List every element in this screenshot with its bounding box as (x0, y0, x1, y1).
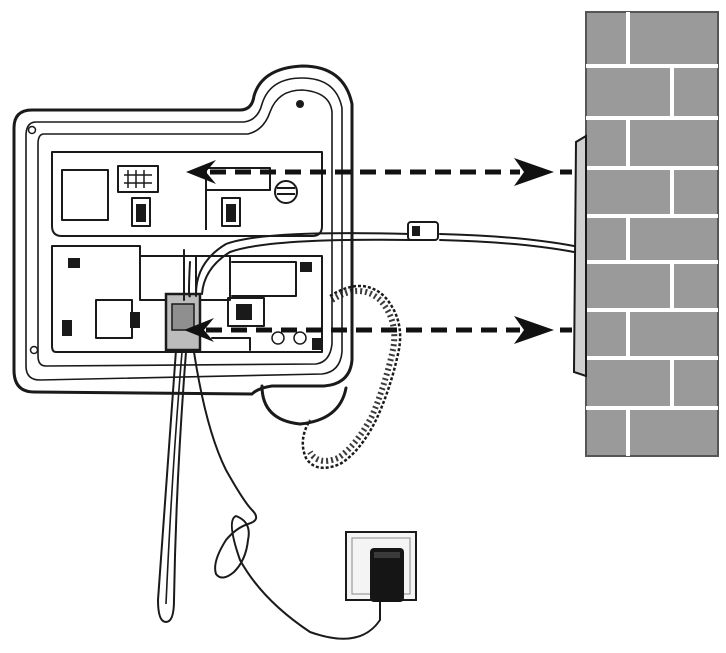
mount-arrow-upper (186, 158, 572, 186)
upper-compartment (51, 151, 323, 237)
telephone-line-cord (195, 221, 575, 295)
screw-icon (29, 345, 39, 355)
phone-base (12, 64, 354, 396)
wall-mortar (586, 12, 718, 456)
screw-icon (296, 100, 304, 108)
mount-slot (95, 299, 133, 339)
coiled-cord-icon (301, 284, 402, 470)
battery-slot (61, 169, 109, 221)
brick-wall (572, 11, 719, 457)
mount-arrow-lower (184, 316, 572, 344)
power-cord (193, 351, 381, 640)
vent-icon (274, 180, 298, 204)
screw-icon (27, 125, 37, 135)
wall-plate (572, 134, 587, 378)
clip-slot (131, 197, 151, 227)
cord-bundle (157, 249, 197, 623)
handset-jack (227, 297, 265, 327)
lower-compartment (51, 245, 323, 353)
connector-port (117, 165, 159, 193)
clip-slot (221, 197, 241, 227)
phone-base-rim (25, 77, 343, 381)
phone-base-outline (12, 64, 354, 396)
power-adapter-icon (370, 548, 404, 602)
handset-cradle (260, 384, 348, 426)
